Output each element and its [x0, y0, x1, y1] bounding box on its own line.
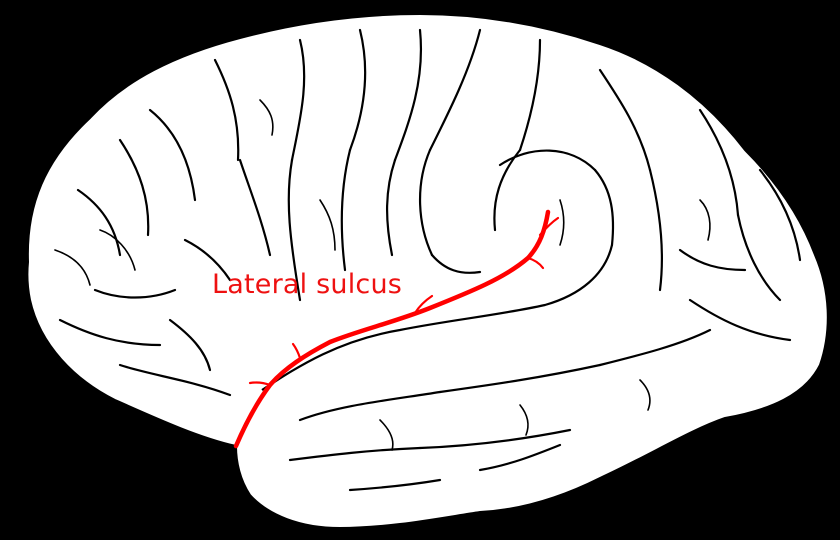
lateral-sulcus-label: Lateral sulcus	[212, 269, 403, 300]
lateral-sulcus-highlight	[233, 209, 560, 449]
gyri-lines	[54, 28, 802, 492]
brain-outline	[26, 12, 829, 530]
temporal-lobe-contour	[261, 244, 614, 391]
